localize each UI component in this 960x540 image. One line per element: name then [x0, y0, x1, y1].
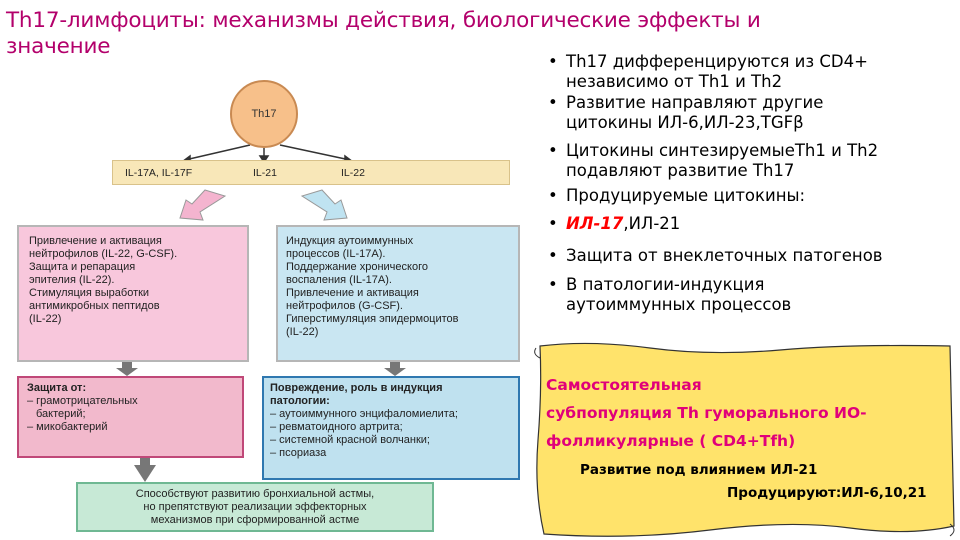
- list-item-line: В патологии-индукция: [566, 275, 765, 294]
- box-line: (IL-22): [286, 326, 319, 338]
- list-item-line: аутоиммунных процессов: [566, 295, 792, 314]
- scroll-line-5: Продуцируют:ИЛ-6,10,21: [727, 485, 927, 501]
- arrowhead-il21: [258, 155, 270, 164]
- protection-box: Защита от: – грамотрицательных бактерий;…: [17, 376, 244, 458]
- damage-item: – системной красной волчанки;: [270, 434, 430, 446]
- box-line: нейтрофилов (IL-22, G-CSF).: [29, 248, 178, 260]
- box-line: (IL-22): [29, 313, 62, 325]
- list-item: Продуцируемые цитокины:: [548, 186, 958, 214]
- scroll-curl-bottom: [949, 523, 955, 537]
- box-line: Поддержание хронического: [286, 261, 428, 273]
- list-item: Защита от внеклеточных патогенов: [548, 246, 958, 275]
- damage-heading: патологии:: [270, 395, 330, 407]
- box-line: механизмов при сформированной астме: [150, 514, 360, 526]
- slide-title-line-2: значение: [6, 34, 111, 59]
- scroll-line-1: Самостоятельная: [546, 376, 702, 394]
- cytokine-il22: IL-22: [341, 167, 365, 179]
- scroll-fill: [536, 342, 955, 537]
- connector-il17: [184, 144, 251, 161]
- scroll-line-4: Развитие под влиянием ИЛ-21: [580, 462, 818, 478]
- gray-arrow-left: [116, 362, 138, 376]
- protection-item: бактерий;: [36, 408, 86, 420]
- protection-item: – грамотрицательных: [27, 395, 138, 407]
- protective-effects-box: Привлечение и активация нейтрофилов (IL-…: [17, 225, 249, 362]
- gray-arrow-right: [384, 362, 406, 376]
- blue-down-arrow: [300, 189, 348, 221]
- box-line: процессов (IL-17A).: [286, 248, 386, 260]
- list-item-line: Защита от внеклеточных патогенов: [566, 246, 883, 265]
- box-line: Привлечение и активация: [286, 287, 419, 299]
- th17-diagram: Th17 IL-17A, IL-17F IL-21 IL-22 Привлече…: [17, 80, 520, 532]
- box-line: Защита и репарация: [29, 261, 136, 273]
- box-line: Индукция аутоиммунных: [286, 235, 414, 247]
- box-line: нейтрофилов (G-CSF).: [286, 300, 403, 312]
- th17-cell: Th17: [230, 80, 298, 148]
- damage-heading: Повреждение, роль в индукция: [270, 382, 443, 394]
- list-item: В патологии-индукция аутоиммунных процес…: [548, 275, 958, 315]
- diagram-connectors: [116, 144, 406, 482]
- damage-item: – псориаза: [270, 447, 327, 459]
- protection-item: – микобактерий: [27, 421, 108, 433]
- list-item: Развитие направляют другие цитокины ИЛ-6…: [548, 93, 958, 141]
- box-line: Стимуляция выработки: [29, 287, 150, 299]
- cytokine-il21: IL-21: [253, 167, 277, 179]
- box-line: Способствуют развитию бронхиальной астмы…: [135, 488, 375, 500]
- slide-title: Th17-лимфоциты: механизмы действия, биол…: [6, 8, 906, 60]
- highlighted-cytokine: ИЛ-17: [566, 214, 624, 233]
- list-item-line: независимо от Th1 и Th2: [566, 72, 783, 91]
- asthma-box: Способствуют развитию бронхиальной астмы…: [76, 482, 434, 532]
- list-item: Цитокины синтезируемыеTh1 и Th2 подавляю…: [548, 141, 958, 186]
- damage-item: – аутоиммунного энцифаломиелита;: [270, 408, 458, 420]
- connector-il22: [279, 144, 351, 161]
- list-item-line: Цитокины синтезируемыеTh1 и Th2: [566, 141, 879, 160]
- damage-box: Повреждение, роль в индукция патологии: …: [262, 376, 520, 480]
- pathogenic-effects-box: Индукция аутоиммунных процессов (IL-17A)…: [276, 225, 520, 362]
- scroll-note-shape: [534, 342, 955, 537]
- list-item-line: ИЛ-17,ИЛ-21: [566, 214, 958, 234]
- box-line: антимикробных пептидов: [29, 300, 160, 312]
- gray-arrow-asthma: [134, 458, 156, 482]
- th17-facts-list: Th17 дифференцируются из CD4+ независимо…: [548, 52, 958, 315]
- scroll-line-2: субпопуляция Th гуморального ИО-: [546, 404, 867, 422]
- box-line: Привлечение и активация: [29, 235, 162, 247]
- box-line: Гиперстимуляция эпидермоцитов: [286, 313, 459, 325]
- protection-heading: Защита от:: [27, 382, 87, 394]
- scroll-line-3: фолликулярные ( CD4+Tfh): [546, 432, 796, 450]
- cytokines-bar: IL-17A, IL-17F IL-21 IL-22: [112, 160, 510, 185]
- list-item-line: Развитие направляют другие: [566, 93, 824, 112]
- list-item-line: цитокины ИЛ-6,ИЛ-23,TGFβ: [566, 113, 804, 132]
- box-line: воспаления (IL-17A).: [286, 274, 392, 286]
- scroll-curl-top: [534, 347, 541, 359]
- list-item-line: подавляют развитие Th17: [566, 161, 795, 180]
- list-item-line: Продуцируемые цитокины:: [566, 186, 806, 205]
- slide-title-line-1: Th17-лимфоциты: механизмы действия, биол…: [6, 8, 761, 33]
- pink-down-arrow: [179, 189, 227, 221]
- list-item-line: Th17 дифференцируются из CD4+: [566, 52, 868, 71]
- list-item: ИЛ-17,ИЛ-21: [548, 214, 958, 246]
- box-line: эпителия (IL-22).: [29, 274, 115, 286]
- cytokine-il17: IL-17A, IL-17F: [125, 167, 193, 179]
- list-item: Th17 дифференцируются из CD4+ независимо…: [548, 52, 958, 93]
- box-line: но препятствуют реализации эффекторных: [143, 501, 367, 513]
- cytokine-rest: ,ИЛ-21: [623, 214, 681, 233]
- damage-item: – ревматоидного артрита;: [270, 421, 403, 433]
